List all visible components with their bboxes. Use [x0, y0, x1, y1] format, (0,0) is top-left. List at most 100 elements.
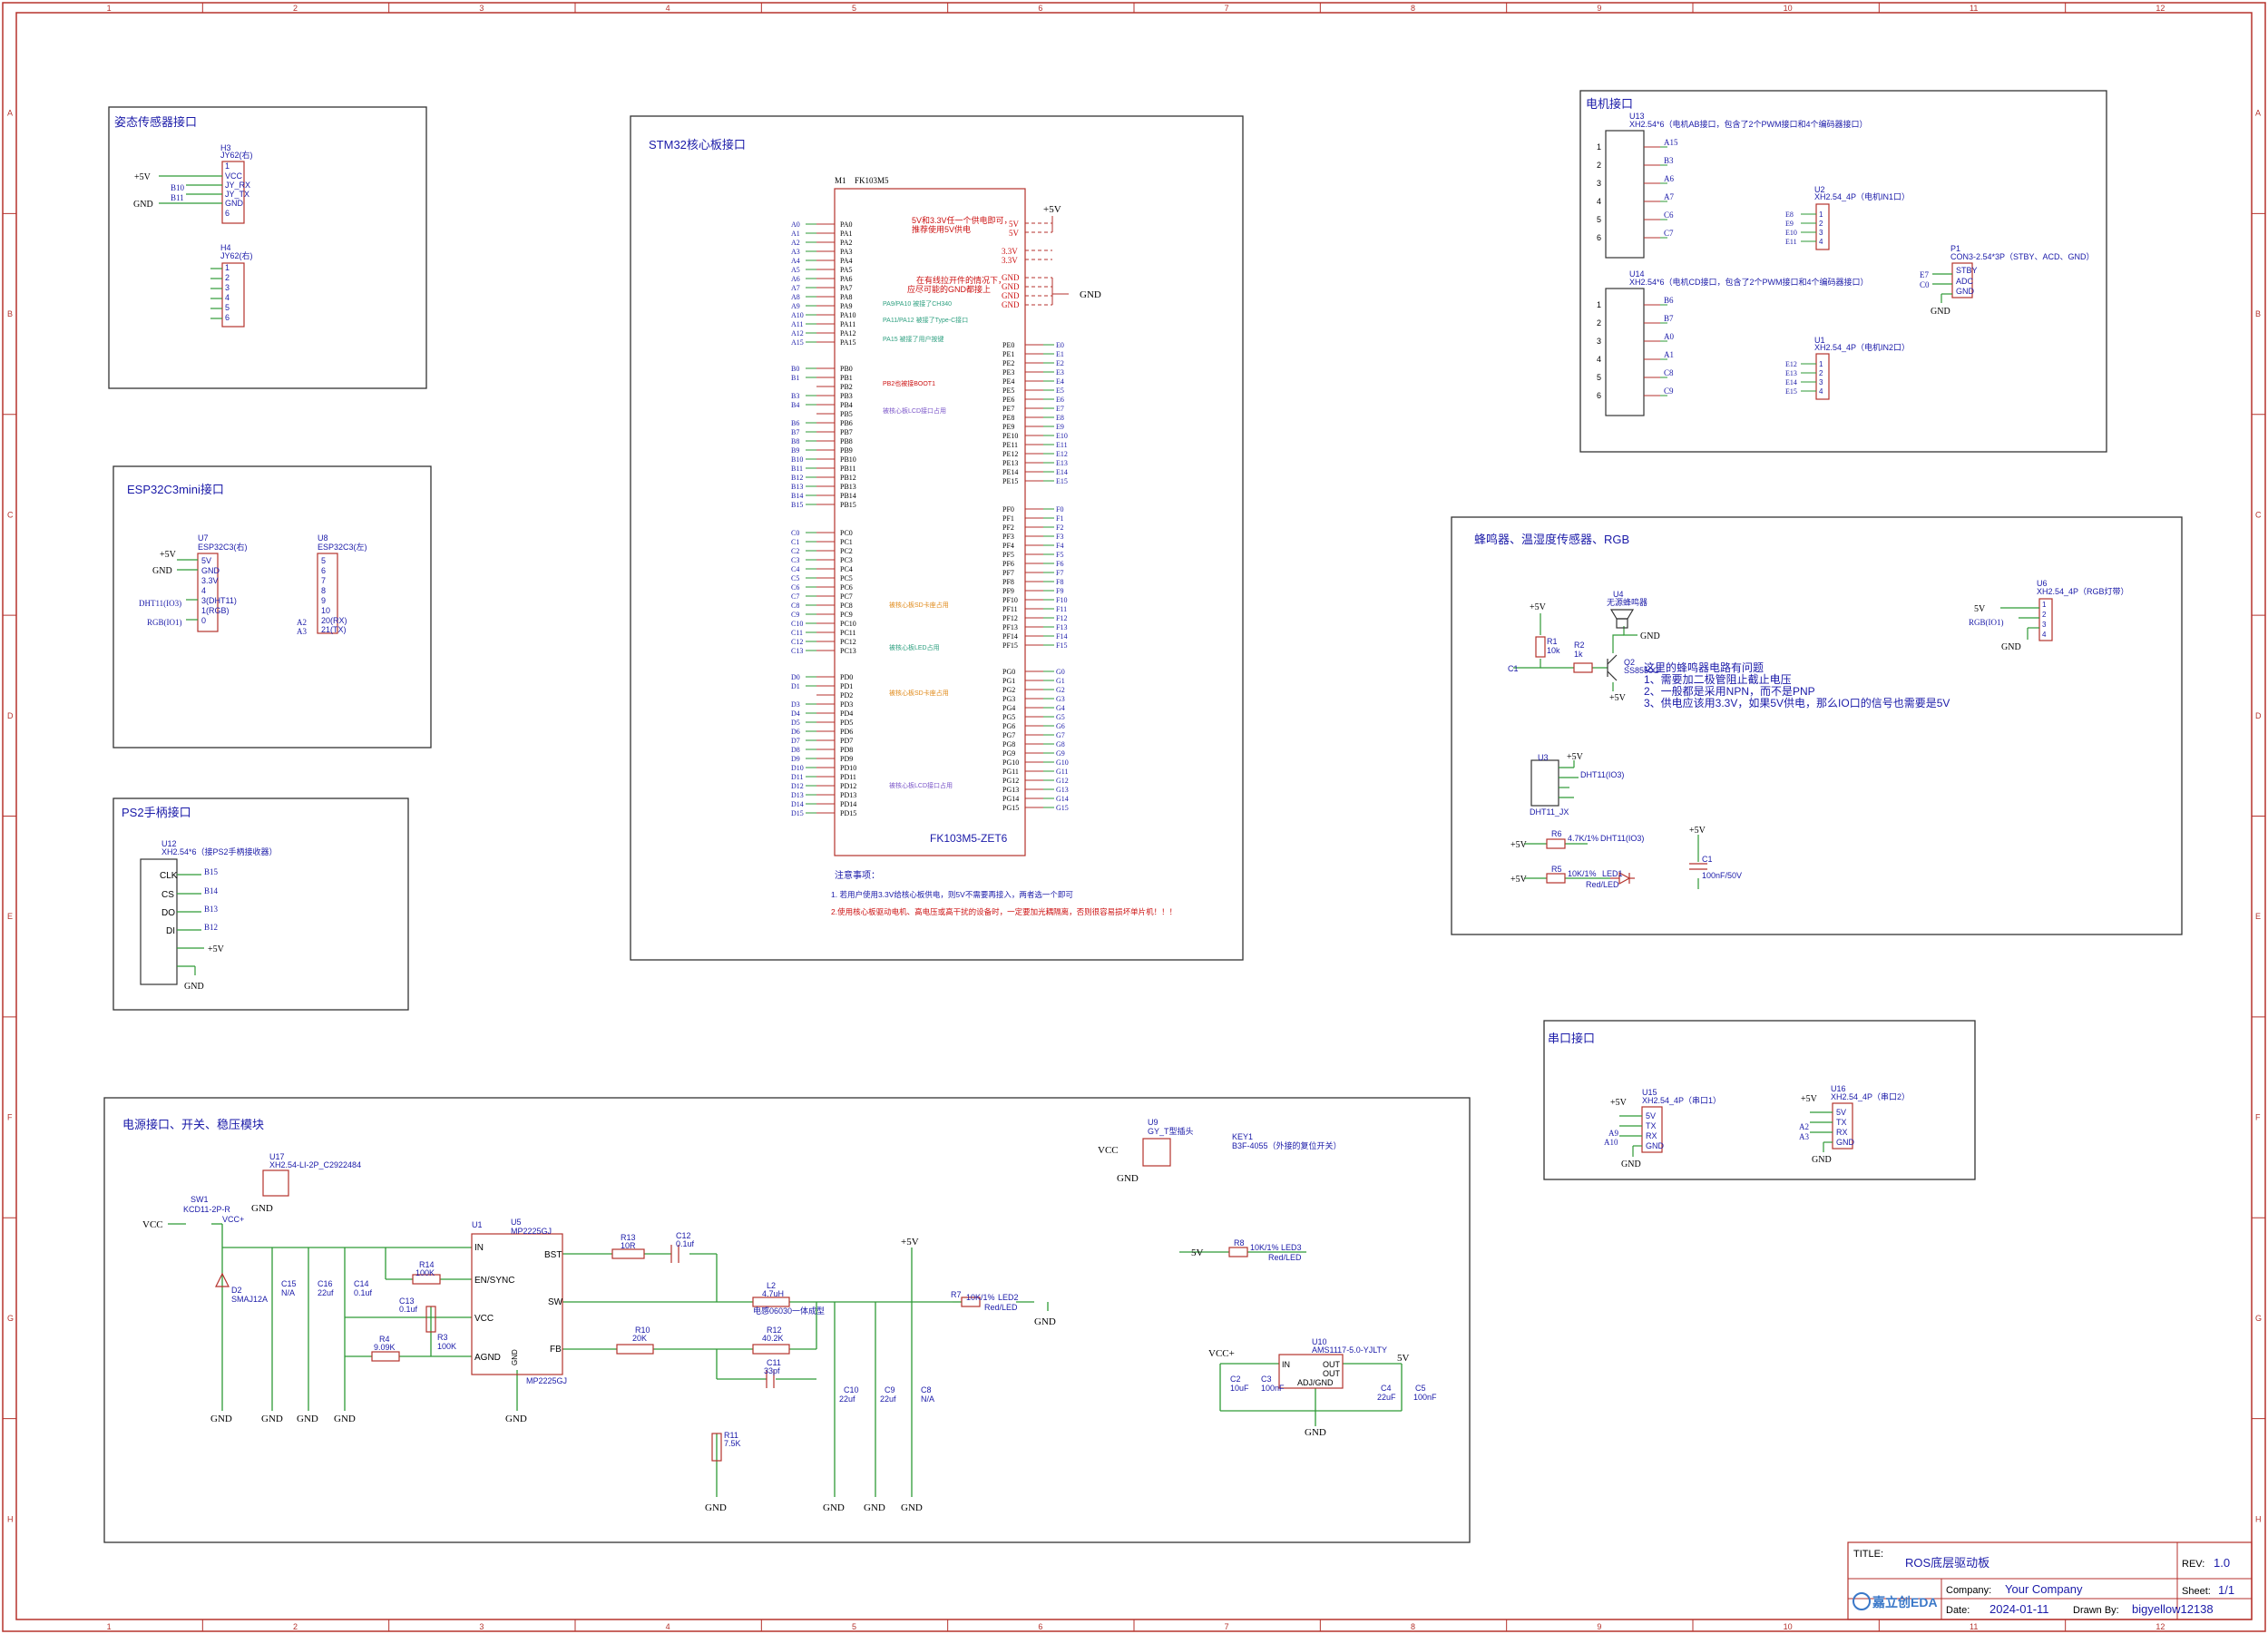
svg-text:电感06030一体成型: 电感06030一体成型	[753, 1306, 825, 1316]
svg-text:10R: 10R	[621, 1241, 636, 1250]
stm32-pin-name: PG6	[1002, 722, 1015, 730]
svg-text:C13: C13	[399, 1296, 415, 1306]
connector-net-label: E13	[1785, 369, 1797, 377]
grid-col-label: 4	[666, 1622, 670, 1631]
svg-text:GND: GND	[261, 1414, 283, 1424]
grid-row-label: C	[7, 510, 14, 519]
stm32-net-label: B12	[791, 474, 803, 482]
stm32-pin-name: PB6	[840, 419, 853, 427]
stm32-net-label: B6	[791, 419, 799, 427]
svg-text:R4: R4	[379, 1335, 390, 1344]
stm32-pin-name: PF12	[1002, 614, 1018, 622]
stm32-pin-name: PF15	[1002, 641, 1018, 650]
svg-text:B14: B14	[204, 886, 219, 895]
stm32-net-label: A7	[791, 284, 800, 292]
stm32-pin-name: PE6	[1002, 396, 1014, 404]
svg-text:5V: 5V	[1191, 1248, 1204, 1258]
stm32-pin-name: PG13	[1002, 786, 1019, 794]
stm32-pin-name: PA3	[840, 248, 853, 256]
esp32-u8: U8 ESP32C3(左) 5 6 7 8 9 10 20(RX) 21(TX)…	[297, 533, 367, 636]
stm32-pin-name: PC8	[840, 602, 853, 610]
stm32-net-label: F5	[1056, 551, 1063, 559]
stm32-net-label: F14	[1056, 632, 1067, 641]
grid-col-label: 11	[1970, 4, 1978, 13]
svg-text:U17: U17	[269, 1152, 285, 1161]
grid-col-label: 10	[1784, 4, 1793, 13]
stm32-net-label: E3	[1056, 368, 1064, 377]
stm32-net-label: E7	[1056, 405, 1064, 413]
stm32-net-label: D9	[791, 755, 800, 763]
stm32-pin-name: PA11	[840, 320, 855, 328]
stm32-pin-name: PF6	[1002, 560, 1014, 568]
stm32-net-label: F12	[1056, 614, 1067, 622]
svg-text:LED3: LED3	[1281, 1243, 1302, 1252]
svg-text:GND: GND	[133, 200, 153, 210]
svg-text:被核心板LCD接口占用: 被核心板LCD接口占用	[889, 781, 953, 789]
stm32-pin-name: PG4	[1002, 704, 1015, 712]
svg-text:C9: C9	[885, 1385, 895, 1394]
svg-text:GND: GND	[1080, 289, 1101, 300]
svg-text:U13: U13	[1629, 112, 1645, 121]
svg-text:GND: GND	[251, 1203, 273, 1214]
svg-text:Date:: Date:	[1946, 1605, 1970, 1616]
svg-text:GND: GND	[1305, 1427, 1326, 1438]
stm32-body	[834, 188, 1026, 856]
svg-text:R10: R10	[635, 1326, 650, 1335]
stm32-pin-name: PE11	[1002, 441, 1018, 449]
attitude-h4: H4 JY62(右) 123 456	[210, 243, 253, 328]
stm32-net-label: D13	[791, 791, 804, 799]
stm32-net-label: B9	[791, 446, 799, 455]
svg-text:6: 6	[225, 209, 230, 218]
stm32-pin-name: PE9	[1002, 423, 1014, 431]
box-stm32	[630, 115, 1244, 961]
svg-text:bigyellow12138: bigyellow12138	[2132, 1602, 2214, 1616]
stm32-pin-name: PG12	[1002, 777, 1019, 785]
grid-row-label: D	[7, 711, 14, 720]
svg-text:VCC: VCC	[225, 171, 243, 181]
svg-text:XH2.54_4P（串口2）: XH2.54_4P（串口2）	[1831, 1092, 1910, 1101]
stm32-net-label: F4	[1056, 542, 1063, 550]
svg-text:21(TX): 21(TX)	[321, 625, 347, 634]
svg-text:100nF: 100nF	[1413, 1393, 1437, 1402]
stm32-pin-name: PD14	[840, 800, 856, 808]
svg-text:5: 5	[321, 556, 326, 565]
svg-text:40.2K: 40.2K	[762, 1334, 784, 1343]
svg-text:ESP32C3(右): ESP32C3(右)	[198, 542, 248, 552]
stm32-net-label: F10	[1056, 596, 1067, 604]
stm32-pin-name: PA7	[840, 284, 853, 292]
svg-text:DO: DO	[161, 908, 175, 918]
svg-text:GND: GND	[152, 566, 172, 576]
svg-text:100K: 100K	[437, 1342, 456, 1351]
grid-col-label: 4	[666, 4, 670, 13]
svg-text:C11: C11	[767, 1358, 781, 1367]
svg-text:3: 3	[225, 283, 230, 292]
connector-net-label: A15	[1664, 138, 1678, 147]
stm32-pin-name: PD6	[840, 728, 853, 736]
svg-text:R13: R13	[621, 1233, 636, 1242]
stm32-pin-name: PG14	[1002, 795, 1019, 803]
svg-text:0.1uf: 0.1uf	[676, 1239, 695, 1248]
svg-text:FB: FB	[550, 1345, 562, 1355]
svg-text:3、供电应该用3.3V，如果5V供电，那么IO口的信号也需要: 3、供电应该用3.3V，如果5V供电，那么IO口的信号也需要是5V	[1644, 696, 1950, 709]
svg-text:被核心板SD卡座占用: 被核心板SD卡座占用	[889, 689, 949, 697]
stm32-net-label: C8	[791, 602, 799, 610]
svg-text:2、一般都是采用NPN，而不是PNP: 2、一般都是采用NPN，而不是PNP	[1644, 684, 1815, 698]
connector-net-label: E12	[1785, 360, 1797, 368]
svg-text:TX: TX	[1836, 1118, 1847, 1127]
svg-text:嘉立创EDA: 嘉立创EDA	[1872, 1595, 1938, 1610]
stm32-net-label: C6	[791, 583, 799, 592]
svg-text:10k: 10k	[1547, 646, 1560, 655]
svg-text:U7: U7	[198, 533, 209, 543]
stm32-net-label: G5	[1056, 713, 1065, 721]
svg-text:B13: B13	[204, 905, 219, 914]
stm32-net-label: F0	[1056, 505, 1063, 514]
grid-col-label: 7	[1225, 4, 1229, 13]
stm32-pin-name: PG8	[1002, 740, 1015, 749]
stm32-pin-name: PG9	[1002, 749, 1015, 758]
stm32-net-label: F2	[1056, 523, 1063, 532]
stm32-pin-name: PA6	[840, 275, 853, 283]
svg-text:A2: A2	[297, 618, 307, 627]
svg-text:1k: 1k	[1574, 650, 1583, 659]
